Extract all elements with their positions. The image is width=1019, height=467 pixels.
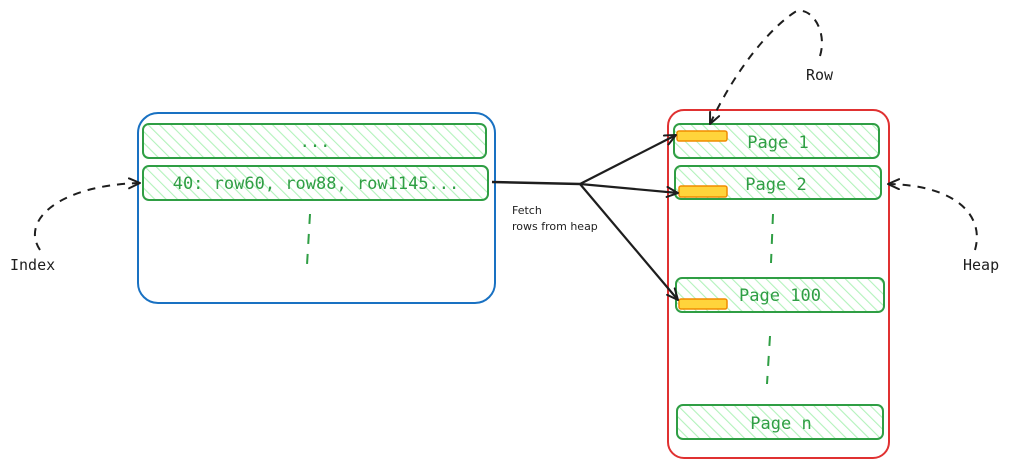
row-marker-page-2	[678, 185, 728, 198]
heap-continuation-dashes-2	[766, 335, 771, 385]
heap-page-1: Page 1	[673, 123, 880, 159]
fetch-arrow-page-2	[579, 182, 679, 198]
fetch-label-line2: rows from heap	[512, 220, 598, 233]
row-marker-page-1	[676, 130, 728, 142]
heap-page-n-text: Page n	[750, 414, 811, 434]
index-box	[137, 112, 496, 304]
heap-continuation-dashes-1	[770, 213, 774, 264]
index-continuation-dashes	[306, 213, 311, 266]
row-label-arrow	[709, 9, 823, 125]
index-entry-ellipsis: ...	[142, 123, 487, 159]
heap-page-2: Page 2	[674, 165, 882, 200]
fetch-arrow-page-100	[579, 183, 679, 301]
index-entry-ellipsis-text: ...	[300, 132, 331, 152]
heap-page-1-text: Page 1	[747, 133, 808, 153]
index-entry-40-text: 40: row60, row88, row1145...	[173, 174, 460, 194]
fetch-label-line1: Fetch	[512, 204, 542, 217]
heap-page-100: Page 100	[675, 277, 885, 313]
row-marker-page-100	[678, 298, 728, 310]
heap-box	[667, 109, 890, 459]
heap-page-100-text: Page 100	[739, 286, 821, 306]
row-label: Row	[806, 66, 834, 84]
fetch-arrow-page-1	[579, 134, 677, 185]
heap-page-2-text: Page 2	[745, 175, 806, 195]
index-entry-40: 40: row60, row88, row1145...	[142, 165, 489, 201]
heap-label-arrow	[887, 178, 978, 251]
heap-label: Heap	[963, 256, 999, 274]
index-label: Index	[10, 256, 55, 274]
index-label-arrow	[34, 177, 141, 251]
fetch-arrow-stem	[491, 180, 581, 186]
heap-page-n: Page n	[676, 404, 884, 440]
